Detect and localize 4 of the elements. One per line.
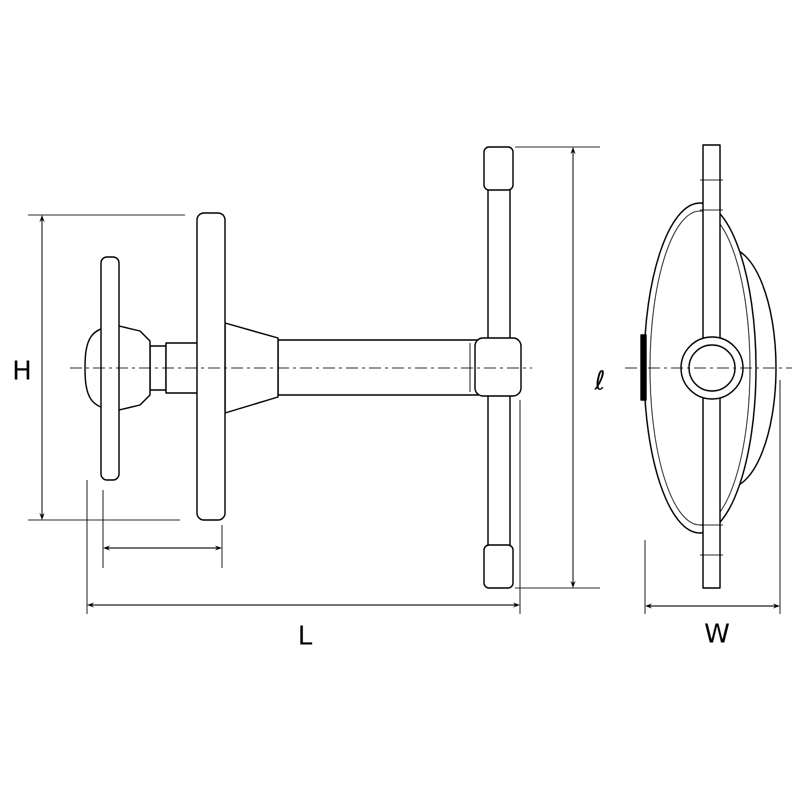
dimension-label: ℓ <box>594 370 604 390</box>
dimension-label: L <box>300 626 312 644</box>
dimension-label: W <box>705 624 730 642</box>
dimension-label: H <box>14 360 30 380</box>
